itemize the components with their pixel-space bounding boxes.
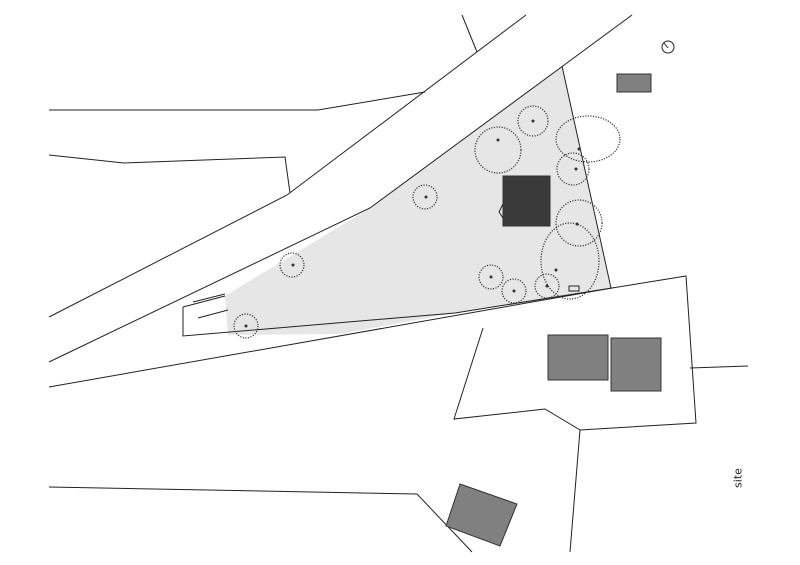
tree xyxy=(412,184,438,210)
neighbor-building-right xyxy=(610,337,662,392)
neighbor-building-small xyxy=(616,73,652,93)
site-label: site xyxy=(731,468,745,488)
main-building xyxy=(502,175,551,227)
trees xyxy=(233,105,621,339)
tree xyxy=(556,152,590,186)
tree xyxy=(555,115,621,163)
neighbor-building-south xyxy=(445,483,518,547)
tree xyxy=(478,264,504,290)
site-parcel xyxy=(225,66,611,335)
tree xyxy=(233,313,259,339)
north-arrow-icon xyxy=(661,40,675,54)
tree xyxy=(534,273,560,299)
tree xyxy=(517,105,549,137)
main-road xyxy=(48,14,633,363)
secondary-road xyxy=(48,287,613,388)
tree xyxy=(501,278,527,304)
tree xyxy=(540,222,600,300)
shed xyxy=(568,285,580,292)
building-entrance-mark xyxy=(498,203,504,219)
neighbor-building-left xyxy=(547,334,609,381)
tree xyxy=(279,252,305,278)
tree xyxy=(474,126,522,174)
